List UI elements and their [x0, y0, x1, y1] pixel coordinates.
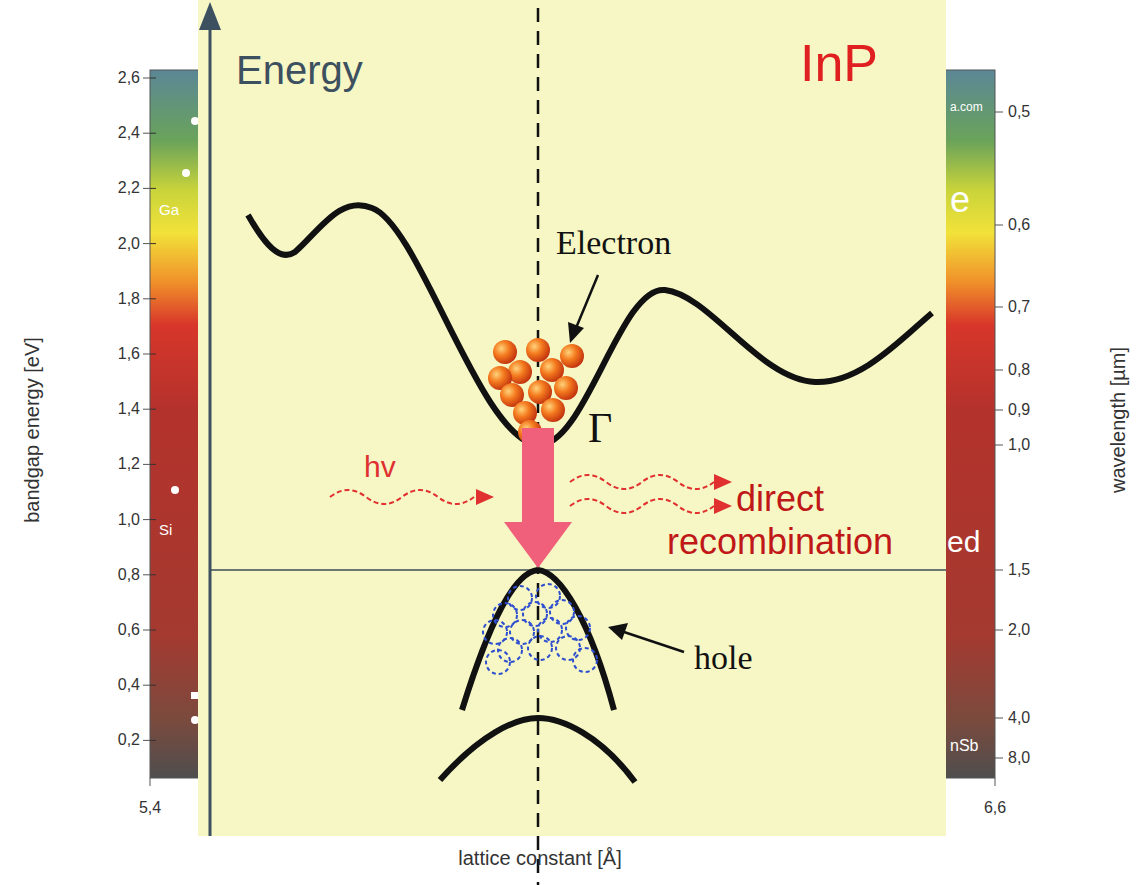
tick-label: 5,4: [139, 799, 161, 817]
region-label: ed: [947, 525, 980, 558]
tick-label: 0,4: [118, 676, 140, 694]
recombination-arrow: [504, 428, 572, 568]
point-label: Γ: [588, 405, 612, 451]
process-label: direct recombination: [625, 477, 935, 563]
tick-label: 2,0: [1008, 621, 1030, 639]
tick-label: 1,4: [118, 400, 140, 418]
axis-title: Energy: [236, 48, 363, 92]
valence-band: [462, 570, 614, 710]
tick-label: 2,0: [118, 235, 140, 253]
fermi-line: [210, 569, 946, 571]
color-bar: [150, 70, 198, 778]
tick-label: 1,5: [1008, 561, 1030, 579]
leader-line: [624, 632, 684, 652]
leader-arrowhead: [568, 322, 584, 343]
color-bar: [946, 70, 995, 778]
tick-label: 1,0: [118, 511, 140, 529]
title: InP: [800, 35, 878, 92]
split-off-band: [440, 718, 635, 782]
tick-label: 1,0: [1008, 436, 1030, 454]
photon-label: hv: [364, 450, 396, 483]
point-label: Si: [159, 522, 172, 539]
axis-arrowhead: [199, 2, 221, 30]
tick-label: 6,6: [984, 799, 1006, 817]
tick-label: 1,6: [118, 345, 140, 363]
leader-arrowhead: [608, 623, 628, 640]
tick-label: 0,9: [1008, 401, 1030, 419]
band-label: hole: [694, 639, 753, 676]
tick-label: 0,7: [1008, 298, 1030, 316]
band-label: Electron: [556, 224, 671, 261]
region-label: e: [950, 180, 970, 220]
tick-label: 0,6: [1008, 216, 1030, 234]
tick-label: 1,2: [118, 456, 140, 474]
photon-arrowheads: [476, 474, 732, 514]
tick-label: 2,2: [118, 180, 140, 198]
leader-line: [576, 275, 598, 328]
tick-label: 0,8: [1008, 361, 1030, 379]
tick-label: 8,0: [1008, 749, 1030, 767]
tick-label: 0,8: [118, 566, 140, 584]
tick-label: 1,8: [118, 290, 140, 308]
tick-label: 4,0: [1008, 709, 1030, 727]
holes: [483, 584, 597, 674]
point-label: nSb: [950, 737, 978, 755]
overlay-panel: [198, 0, 946, 836]
tick-label: 0,5: [1008, 103, 1030, 121]
axis-title: bandgap energy [eV]: [21, 337, 43, 523]
tick-label: 0,6: [118, 621, 140, 639]
energy-axis: [209, 28, 212, 836]
point-label: Ga: [159, 202, 179, 219]
tick-label: 2,4: [118, 124, 140, 142]
axis-title: wavelength [µm]: [1107, 347, 1129, 493]
watermark: a.com: [950, 101, 983, 114]
axis-title: lattice constant [Å]: [458, 847, 621, 869]
tick-label: 0,2: [118, 732, 140, 750]
tick-label: 2,6: [118, 69, 140, 87]
